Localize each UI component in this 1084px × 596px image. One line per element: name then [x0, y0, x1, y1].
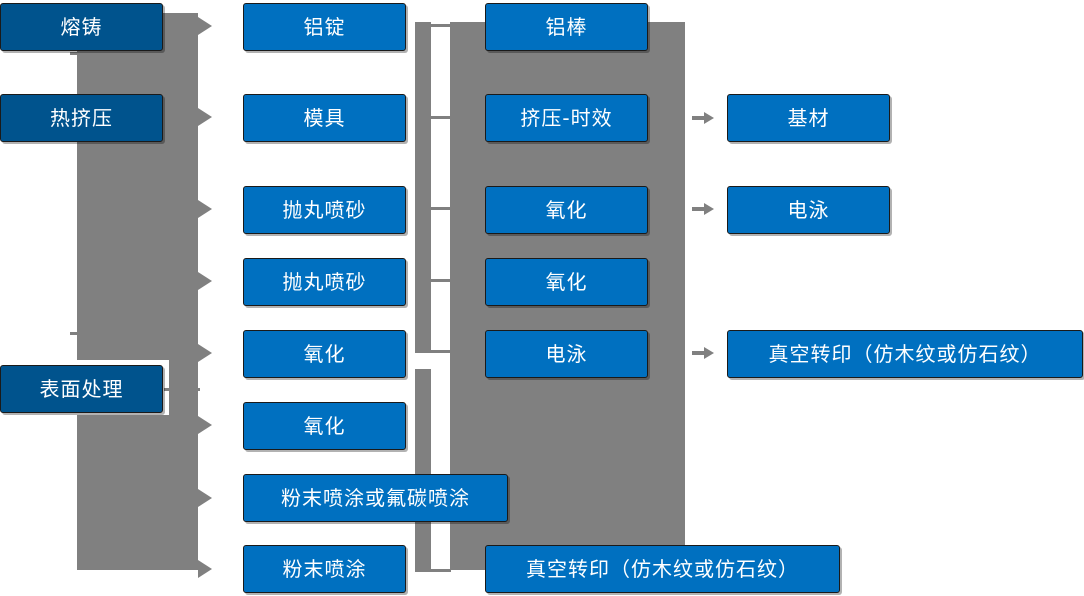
process-label-aluminum-ingot: 铝锭	[303, 15, 346, 39]
process-label-oxidation-2: 氧化	[303, 414, 346, 438]
mid-bracket-upper-tick-1	[431, 24, 451, 27]
mid-bracket-upper-spine	[415, 22, 431, 353]
result-label-electrophoresis-2: 电泳	[787, 198, 830, 222]
vacuum-transfer-stem	[692, 351, 704, 355]
process-label-powder-coating: 粉末喷涂	[282, 557, 367, 581]
process-box-shot-blasting-2[interactable]: 抛丸喷砂	[243, 258, 406, 306]
stage-box-hot-extrusion[interactable]: 热挤压	[0, 94, 163, 142]
stage-box-surface-treatment[interactable]: 表面处理	[0, 365, 163, 413]
mid-bracket-upper-tick-4	[431, 279, 451, 282]
left-arrow-5	[198, 344, 212, 362]
base-material-arrow	[704, 112, 714, 124]
electrophoresis-stem	[692, 207, 704, 211]
process-box-aluminum-ingot[interactable]: 铝锭	[243, 3, 406, 51]
vacuum-transfer-arrow	[704, 347, 714, 359]
stage-label-melt-cast: 熔铸	[60, 15, 103, 39]
process-box-extrusion-aging[interactable]: 挤压-时效	[485, 94, 648, 142]
result-box-base-material[interactable]: 基材	[727, 94, 890, 142]
process-label-vacuum-transfer-bottom: 真空转印（仿木纹或仿石纹）	[526, 557, 799, 581]
process-label-powder-or-fluorocarbon: 粉末喷涂或氟碳喷涂	[281, 486, 470, 510]
mid-bracket-upper-tick-2	[431, 116, 451, 119]
base-material-stem	[692, 116, 704, 120]
left-arrow-3	[198, 200, 212, 218]
process-label-shot-blasting-2: 抛丸喷砂	[282, 270, 367, 294]
left-arrow-6	[198, 416, 212, 434]
process-box-powder-or-fluorocarbon[interactable]: 粉末喷涂或氟碳喷涂	[243, 474, 508, 522]
process-label-aluminum-bar: 铝棒	[545, 15, 588, 39]
surface-treatment-stub	[164, 388, 200, 391]
process-label-oxidation-3: 氧化	[545, 198, 588, 222]
mid-bracket-upper-tick-5	[431, 350, 451, 353]
electrophoresis-arrow	[704, 203, 714, 215]
process-box-mold[interactable]: 模具	[243, 94, 406, 142]
hot-extrusion-tick	[70, 332, 84, 335]
left-arrow-7	[198, 489, 212, 507]
process-box-vacuum-transfer-bottom[interactable]: 真空转印（仿木纹或仿石纹）	[485, 545, 840, 593]
left-arrow-4	[198, 272, 212, 290]
process-label-extrusion-aging: 挤压-时效	[520, 106, 613, 130]
process-box-oxidation-1[interactable]: 氧化	[243, 330, 406, 378]
process-box-shot-blasting-1[interactable]: 抛丸喷砂	[243, 186, 406, 234]
left-arrow-1	[198, 17, 212, 35]
mid-bracket-lower-tick-1	[431, 569, 451, 572]
stage-box-melt-cast[interactable]: 熔铸	[0, 3, 163, 51]
process-label-shot-blasting-1: 抛丸喷砂	[282, 198, 367, 222]
result-label-base-material: 基材	[787, 106, 830, 130]
process-label-electrophoresis-1: 电泳	[545, 342, 588, 366]
result-box-vacuum-transfer[interactable]: 真空转印（仿木纹或仿石纹）	[727, 330, 1083, 378]
result-box-electrophoresis-2[interactable]: 电泳	[727, 186, 890, 234]
process-box-oxidation-2[interactable]: 氧化	[243, 402, 406, 450]
process-box-aluminum-bar[interactable]: 铝棒	[485, 3, 648, 51]
process-box-oxidation-3[interactable]: 氧化	[485, 186, 648, 234]
stage-label-hot-extrusion: 热挤压	[50, 106, 113, 130]
process-label-oxidation-4: 氧化	[545, 270, 588, 294]
process-label-oxidation-1: 氧化	[303, 342, 346, 366]
left-arrow-2	[198, 108, 212, 126]
process-label-mold: 模具	[303, 106, 346, 130]
melt-cast-tick	[70, 52, 84, 55]
process-box-electrophoresis-1[interactable]: 电泳	[485, 330, 648, 378]
left-connector-notch	[77, 360, 169, 369]
mid-bracket-lower-spine	[415, 369, 431, 572]
stage-label-surface-treatment: 表面处理	[39, 377, 124, 401]
result-label-vacuum-transfer: 真空转印（仿木纹或仿石纹）	[768, 342, 1042, 366]
mid-bracket-upper-tick-3	[431, 207, 451, 210]
process-box-oxidation-4[interactable]: 氧化	[485, 258, 648, 306]
process-box-powder-coating[interactable]: 粉末喷涂	[243, 545, 406, 593]
left-arrow-8	[198, 560, 212, 578]
